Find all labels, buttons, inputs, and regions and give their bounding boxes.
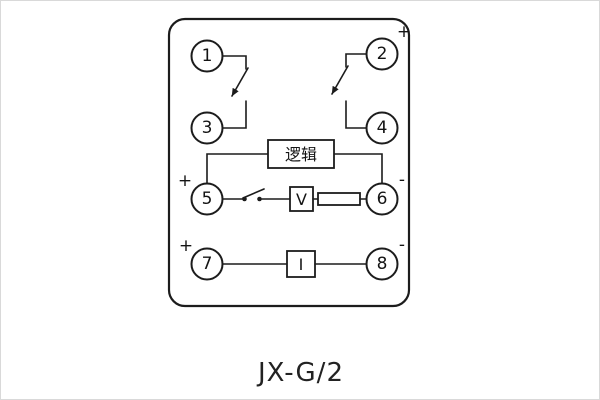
terminal-6-label: 6 bbox=[377, 189, 388, 209]
terminal-5: 5 bbox=[190, 182, 224, 216]
polarity-plus-terminal-7: + bbox=[179, 236, 193, 256]
terminal-1: 1 bbox=[190, 39, 224, 73]
terminal-3-label: 3 bbox=[202, 118, 213, 138]
polarity-minus-terminal-6: - bbox=[399, 170, 405, 190]
terminal-1-label: 1 bbox=[202, 46, 213, 66]
resistor bbox=[317, 192, 361, 206]
current-box-label: I bbox=[299, 255, 304, 274]
contact-1-3 bbox=[221, 55, 249, 129]
model-label: JX-G/2 bbox=[256, 358, 344, 388]
current-row: I bbox=[221, 250, 368, 278]
logic-box bbox=[267, 139, 335, 169]
logic-right-wire bbox=[333, 153, 383, 185]
terminal-3: 3 bbox=[190, 111, 224, 145]
terminal-8: 8 bbox=[365, 247, 399, 281]
logic-box-label: 逻辑 bbox=[285, 145, 317, 164]
contact-1-3-lower-wire bbox=[221, 100, 247, 129]
contact-2-4-lower-wire bbox=[345, 100, 368, 129]
contact-1-3-blade-arrow bbox=[231, 67, 249, 97]
contact-2-4 bbox=[331, 53, 368, 129]
terminal-2-label: 2 bbox=[377, 44, 388, 64]
contact-blade bbox=[242, 188, 265, 199]
terminal-7: 7 bbox=[190, 247, 224, 281]
contact-2-4-blade-arrow bbox=[331, 65, 349, 95]
logic-block: 逻辑 bbox=[206, 139, 383, 185]
terminal-4-label: 4 bbox=[377, 118, 388, 138]
polarity-minus-terminal-8: - bbox=[399, 235, 405, 255]
logic-left-wire bbox=[206, 153, 269, 185]
terminal-5-label: 5 bbox=[202, 189, 213, 209]
contact-2-4-upper-wire bbox=[345, 53, 368, 68]
terminal-7-label: 7 bbox=[202, 254, 213, 274]
voltage-box-label: V bbox=[296, 190, 307, 209]
terminal-2: 2 bbox=[365, 37, 399, 71]
contact-dot-right bbox=[257, 196, 262, 202]
polarity-plus-terminal-2: + bbox=[397, 22, 411, 42]
contact-1-3-upper-wire bbox=[221, 55, 247, 70]
terminal-8-label: 8 bbox=[377, 254, 388, 274]
enclosure-border bbox=[167, 17, 411, 308]
terminal-4: 4 bbox=[365, 111, 399, 145]
polarity-plus-terminal-5: + bbox=[178, 171, 192, 191]
terminal-6: 6 bbox=[365, 182, 399, 216]
voltage-row: V bbox=[221, 186, 368, 212]
